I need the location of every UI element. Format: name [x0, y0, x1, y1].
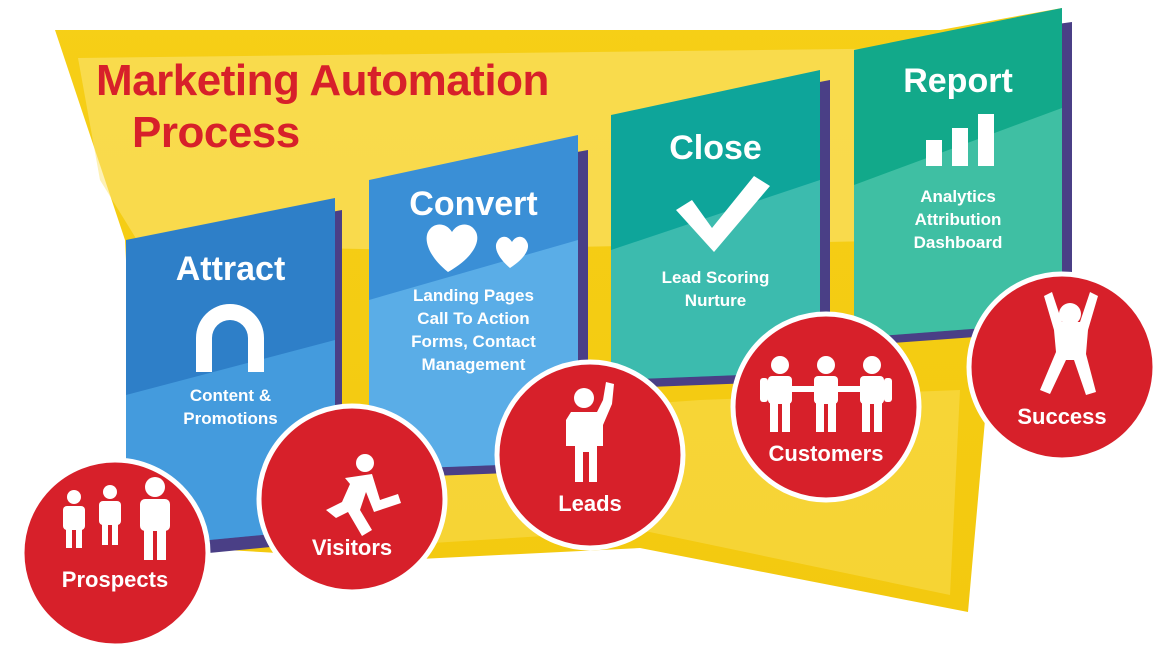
- page-title-line-1: Marketing Automation: [96, 56, 549, 105]
- running-person-icon: [326, 454, 401, 536]
- close-description: Lead Scoring Nurture: [611, 266, 820, 312]
- success-label: Success: [1017, 404, 1107, 429]
- convert-title: Convert: [409, 185, 538, 223]
- convert-description: Landing Pages Call To Action Forms, Cont…: [369, 284, 578, 376]
- report-panel-sheen: [854, 108, 1062, 338]
- convert-line-2: Call To Action: [417, 309, 530, 328]
- page-title-line-2: Process: [132, 108, 300, 157]
- magnet-icon: [196, 304, 264, 372]
- raised-hand-person-icon: [566, 382, 614, 482]
- close-line-2: Nurture: [684, 291, 747, 310]
- convert-line-4: Management: [421, 355, 526, 374]
- people-holding-hands-icon: [760, 356, 892, 432]
- attract-description: Content & Promotions: [126, 384, 335, 430]
- report-line-3: Dashboard: [913, 233, 1003, 252]
- close-panel-sheen: [611, 180, 820, 380]
- report-description: Analytics Attribution Dashboard: [854, 185, 1062, 254]
- group-people-icon: [63, 477, 170, 560]
- leads-label: Leads: [558, 491, 622, 516]
- report-title: Report: [903, 62, 1013, 100]
- attract-line-1: Content &: [189, 386, 272, 405]
- report-line-2: Attribution: [914, 210, 1002, 229]
- convert-line-3: Forms, Contact: [411, 332, 536, 351]
- report-line-1: Analytics: [920, 187, 996, 206]
- customers-label: Customers: [768, 441, 884, 466]
- checkmark-icon: [676, 176, 770, 252]
- hearts-icon: [426, 224, 529, 272]
- visitors-label: Visitors: [311, 535, 393, 560]
- attract-line-2: Promotions: [183, 409, 278, 428]
- celebrating-person-icon: [1040, 292, 1098, 395]
- close-line-1: Lead Scoring: [661, 268, 770, 287]
- close-title: Close: [669, 129, 762, 167]
- bar-chart-icon: [926, 114, 994, 166]
- prospects-label: Prospects: [61, 567, 169, 592]
- attract-title: Attract: [175, 250, 286, 288]
- customers-circle: [730, 311, 922, 503]
- convert-line-1: Landing Pages: [413, 286, 534, 305]
